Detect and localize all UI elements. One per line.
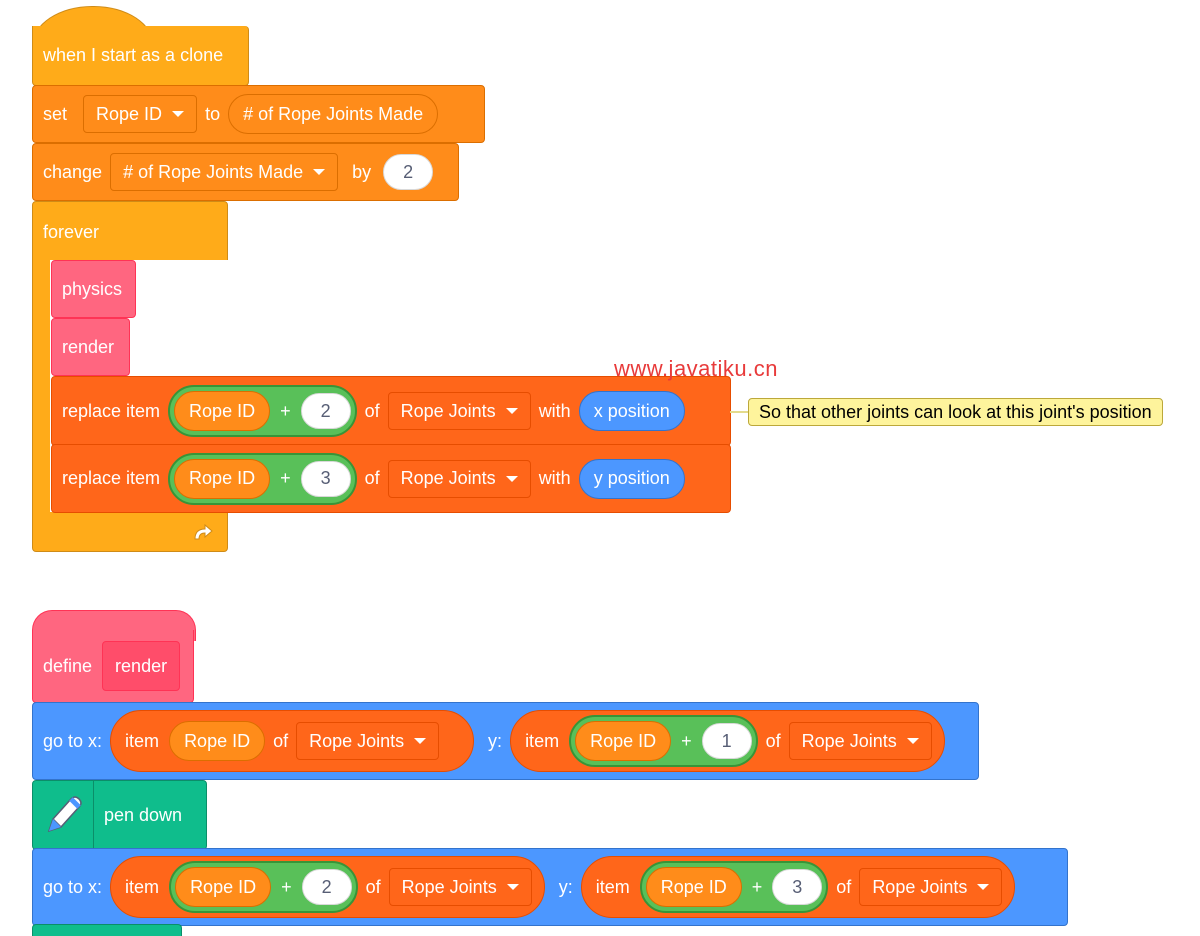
define-label: define — [43, 655, 93, 676]
rope-id-reporter[interactable]: Rope ID — [575, 721, 672, 761]
list-dropdown[interactable]: Rope Joints — [859, 868, 1003, 906]
render-prototype[interactable]: render — [102, 641, 181, 691]
item-of-list-reporter[interactable]: item Rope ID + 3 of Rope Joints — [580, 856, 1016, 918]
dropdown-caret-icon — [172, 111, 185, 117]
with-label: with — [538, 468, 571, 488]
replace-item-block-2[interactable]: replace item Rope ID + 3 of Rope Joints … — [51, 444, 731, 513]
rope-joints-made-reporter[interactable]: # of Rope Joints Made — [228, 94, 439, 134]
index-add-input[interactable]: 2 — [300, 393, 351, 429]
change-variable-dropdown[interactable]: # of Rope Joints Made — [110, 153, 339, 191]
render-call-block[interactable]: render — [51, 318, 130, 376]
with-label: with — [538, 400, 571, 421]
of-label: of — [765, 730, 781, 751]
plus-sign: + — [280, 400, 291, 421]
change-label: change — [43, 161, 103, 182]
replace-item-block-1[interactable]: replace item Rope ID + 2 of Rope Joints … — [51, 376, 731, 446]
plus-sign: + — [280, 468, 291, 488]
replace-item-label: replace item — [62, 468, 161, 488]
dropdown-caret-icon — [977, 884, 990, 890]
pen-icon — [33, 781, 94, 849]
set-variable-dropdown[interactable]: Rope ID — [83, 95, 198, 133]
define-render-block[interactable]: define render — [32, 630, 194, 703]
pen-down-label: pen down — [104, 804, 183, 825]
list-dropdown[interactable]: Rope Joints — [387, 392, 531, 430]
dropdown-caret-icon — [906, 738, 919, 744]
physics-label: physics — [62, 278, 123, 299]
hat-label: when I start as a clone — [43, 45, 224, 65]
y-label: y: — [488, 730, 503, 751]
change-by-label: by — [352, 161, 372, 182]
x-position-reporter[interactable]: x position — [578, 391, 685, 431]
loop-arrow-icon — [194, 523, 213, 540]
watermark: www.javatiku.cn — [614, 356, 779, 381]
of-label: of — [836, 876, 852, 897]
rope-id-reporter[interactable]: Rope ID — [175, 867, 272, 907]
addition-operator[interactable]: Rope ID + 1 — [569, 715, 758, 767]
addition-operator[interactable]: Rope ID + 3 — [639, 861, 829, 913]
plus-sign: + — [281, 876, 292, 897]
list-dropdown[interactable]: Rope Joints — [387, 459, 531, 498]
go-to-xy-block-2[interactable]: go to x: item Rope ID + 2 of Rope Joints… — [32, 848, 1068, 926]
set-to-label: to — [205, 103, 221, 124]
replace-item-label: replace item — [62, 400, 161, 421]
set-label: set — [43, 103, 68, 124]
dropdown-caret-icon — [505, 475, 518, 482]
item-label: item — [125, 730, 160, 751]
next-pen-block-partial[interactable] — [32, 924, 182, 936]
dropdown-caret-icon — [313, 169, 326, 175]
set-variable-block[interactable]: set Rope ID to # of Rope Joints Made — [32, 85, 485, 143]
change-variable-block[interactable]: change # of Rope Joints Made by 2 — [32, 143, 459, 201]
item-label: item — [595, 876, 630, 897]
item-of-list-reporter[interactable]: item Rope ID + 2 of Rope Joints — [110, 856, 545, 918]
y-label: y: — [558, 876, 573, 897]
index-add-input[interactable]: 1 — [701, 723, 752, 759]
forever-label: forever — [43, 222, 100, 242]
list-dropdown[interactable]: Rope Joints — [388, 868, 532, 906]
item-of-list-reporter[interactable]: item Rope ID of Rope Joints — [110, 710, 475, 772]
rope-id-reporter[interactable]: Rope ID — [169, 721, 266, 761]
physics-call-block[interactable]: physics — [51, 260, 136, 318]
rope-id-reporter[interactable]: Rope ID — [174, 458, 271, 499]
index-add-input[interactable]: 3 — [772, 869, 823, 905]
index-add-input[interactable]: 3 — [300, 460, 351, 497]
y-position-reporter[interactable]: y position — [578, 458, 685, 499]
dropdown-caret-icon — [506, 884, 519, 890]
index-add-input[interactable]: 2 — [301, 869, 352, 905]
change-amount-input[interactable]: 2 — [383, 154, 434, 190]
item-of-list-reporter[interactable]: item Rope ID + 1 of Rope Joints — [510, 710, 945, 772]
of-label: of — [273, 730, 289, 751]
addition-operator[interactable]: Rope ID + 3 — [168, 452, 357, 505]
item-label: item — [525, 730, 560, 751]
go-to-x-label: go to x: — [43, 730, 103, 751]
plus-sign: + — [751, 876, 763, 897]
item-label: item — [125, 876, 160, 897]
go-to-x-label: go to x: — [43, 876, 103, 897]
dropdown-caret-icon — [414, 738, 427, 744]
rope-id-reporter[interactable]: Rope ID — [174, 391, 271, 431]
when-start-as-clone-block[interactable]: when I start as a clone — [32, 26, 249, 86]
pen-down-block[interactable]: pen down — [32, 780, 207, 850]
go-to-xy-block-1[interactable]: go to x: item Rope ID of Rope Joints y: … — [32, 702, 979, 780]
addition-operator[interactable]: Rope ID + 2 — [169, 861, 358, 913]
render-label: render — [62, 336, 115, 357]
addition-operator[interactable]: Rope ID + 2 — [168, 385, 357, 437]
rope-id-reporter[interactable]: Rope ID — [645, 867, 742, 907]
plus-sign: + — [681, 730, 692, 751]
comment-connector — [730, 411, 748, 413]
of-label: of — [364, 468, 380, 488]
dropdown-caret-icon — [505, 408, 518, 414]
of-label: of — [365, 876, 381, 897]
list-dropdown[interactable]: Rope Joints — [296, 722, 440, 760]
of-label: of — [364, 400, 380, 421]
block-comment[interactable]: So that other joints can look at this jo… — [748, 398, 1163, 426]
list-dropdown[interactable]: Rope Joints — [788, 722, 932, 760]
